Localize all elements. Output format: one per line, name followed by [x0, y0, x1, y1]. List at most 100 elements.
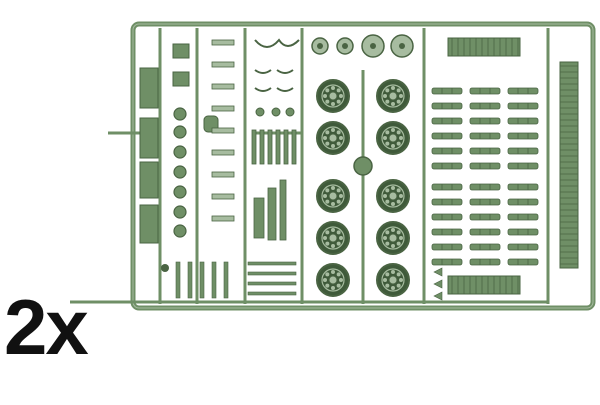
road-wheel-bolt-L4-2 — [331, 286, 335, 290]
track-link-2-5 — [507, 162, 539, 170]
road-wheel-bolt-R0-0 — [399, 94, 403, 98]
road-wheel-bolt-L0-6 — [331, 86, 335, 90]
track-link-0-6 — [431, 183, 463, 191]
part-strut-3 — [211, 261, 217, 299]
road-wheel-hub-R0 — [388, 91, 398, 101]
road-wheel-bolt-R3-0 — [399, 236, 403, 240]
road-wheel-bolt-L2-3 — [325, 199, 330, 204]
road-wheel-bolt-L4-1 — [336, 283, 341, 288]
track-link-1-10 — [469, 243, 501, 251]
part-pin-2 — [211, 83, 235, 90]
road-wheel-bolt-L0-4 — [323, 94, 327, 98]
road-wheel-bolt-R0-2 — [391, 102, 395, 106]
road-wheel-bolt-R1-7 — [396, 130, 401, 135]
road-wheel-bolt-R1-4 — [383, 136, 387, 140]
road-wheel-bolt-R2-7 — [396, 188, 401, 193]
part-bracket-top — [254, 38, 300, 48]
road-wheel-hub-L4 — [328, 275, 338, 285]
road-wheel-rim-L0 — [321, 84, 345, 108]
road-wheel-bolt-L1-1 — [336, 141, 341, 146]
road-wheel-bolt-R0-7 — [396, 88, 401, 93]
idler-hub-0 — [317, 43, 323, 49]
road-wheel-bolt-R0-6 — [391, 86, 395, 90]
road-wheel-bolt-R1-1 — [396, 141, 401, 146]
part-ring-2 — [285, 107, 295, 117]
road-wheel-bolt-L2-5 — [325, 188, 330, 193]
road-wheel-bolt-R2-1 — [396, 199, 401, 204]
road-wheel-bolt-L3-5 — [325, 230, 330, 235]
road-wheel-bolt-L0-1 — [336, 99, 341, 104]
road-wheel-rim-R4 — [381, 268, 405, 292]
track-link-0-10 — [431, 243, 463, 251]
part-long-1 — [267, 187, 277, 241]
part-knob-2 — [173, 145, 187, 159]
track-link-1-9 — [469, 228, 501, 236]
road-wheel-bolt-L2-7 — [336, 188, 341, 193]
track-link-1-3 — [469, 132, 501, 140]
road-wheel-bolt-L1-0 — [339, 136, 343, 140]
road-wheel-bolt-L1-2 — [331, 144, 335, 148]
road-wheel-hub-R4 — [388, 275, 398, 285]
road-wheel-bolt-R3-5 — [385, 230, 390, 235]
idler-hub-2 — [370, 43, 376, 49]
part-bar-3 — [139, 204, 159, 244]
road-wheel-bolt-R1-6 — [391, 128, 395, 132]
road-wheel-bolt-R1-5 — [385, 130, 390, 135]
road-wheel-bolt-L0-2 — [331, 102, 335, 106]
road-wheel-rim-L1 — [321, 126, 345, 150]
road-wheel-bolt-R4-5 — [385, 272, 390, 277]
part-bar-2 — [139, 161, 159, 199]
part-tab-1 — [433, 279, 443, 289]
track-link-2-3 — [507, 132, 539, 140]
road-wheel-bolt-R2-5 — [385, 188, 390, 193]
road-wheel-rim-L2 — [321, 184, 345, 208]
road-wheel-bolt-R2-4 — [383, 194, 387, 198]
road-wheel-bolt-L2-0 — [339, 194, 343, 198]
track-link-2-2 — [507, 117, 539, 125]
road-wheel-bolt-R2-2 — [391, 202, 395, 206]
road-wheel-bolt-L3-0 — [339, 236, 343, 240]
road-wheel-hub-R2 — [388, 191, 398, 201]
idler-hub-1 — [342, 43, 348, 49]
idler-hub-3 — [399, 43, 405, 49]
part-pin-5 — [211, 149, 235, 156]
part-bar-0 — [139, 67, 159, 109]
track-link-0-11 — [431, 258, 463, 266]
track-link-1-4 — [469, 147, 501, 155]
track-link-1-7 — [469, 198, 501, 206]
part-knob-3 — [173, 165, 187, 179]
road-wheel-bolt-L3-7 — [336, 230, 341, 235]
road-wheel-bolt-R4-3 — [385, 283, 390, 288]
road-wheel-bolt-R1-2 — [391, 144, 395, 148]
road-wheel-bolt-R3-3 — [385, 241, 390, 246]
road-wheel-hub-L1 — [328, 133, 338, 143]
road-wheel-bolt-L1-5 — [325, 130, 330, 135]
part-axle-1 — [247, 271, 297, 276]
road-wheel-bolt-L2-1 — [336, 199, 341, 204]
part-axle-3 — [247, 291, 297, 296]
road-wheel-bolt-R2-0 — [399, 194, 403, 198]
road-wheel-bolt-L1-7 — [336, 130, 341, 135]
road-wheel-bolt-R4-4 — [383, 278, 387, 282]
road-wheel-bolt-L3-2 — [331, 244, 335, 248]
road-wheel-hub-L3 — [328, 233, 338, 243]
road-wheel-bolt-R0-3 — [385, 99, 390, 104]
track-link-0-7 — [431, 198, 463, 206]
road-wheel-bolt-R0-1 — [396, 99, 401, 104]
road-wheel-bolt-L4-7 — [336, 272, 341, 277]
part-strut-2 — [199, 261, 205, 299]
part-ring-0 — [255, 107, 265, 117]
track-link-0-0 — [431, 87, 463, 95]
part-long-2 — [279, 179, 287, 241]
road-wheel-bolt-R3-2 — [391, 244, 395, 248]
road-wheel-rim-R2 — [381, 184, 405, 208]
part-strut-1 — [187, 261, 193, 299]
road-wheel-bolt-L2-4 — [323, 194, 327, 198]
part-pin-1 — [211, 61, 235, 68]
track-link-1-6 — [469, 183, 501, 191]
track-link-0-5 — [431, 162, 463, 170]
road-wheel-bolt-R0-5 — [385, 88, 390, 93]
road-wheel-bolt-R1-3 — [385, 141, 390, 146]
